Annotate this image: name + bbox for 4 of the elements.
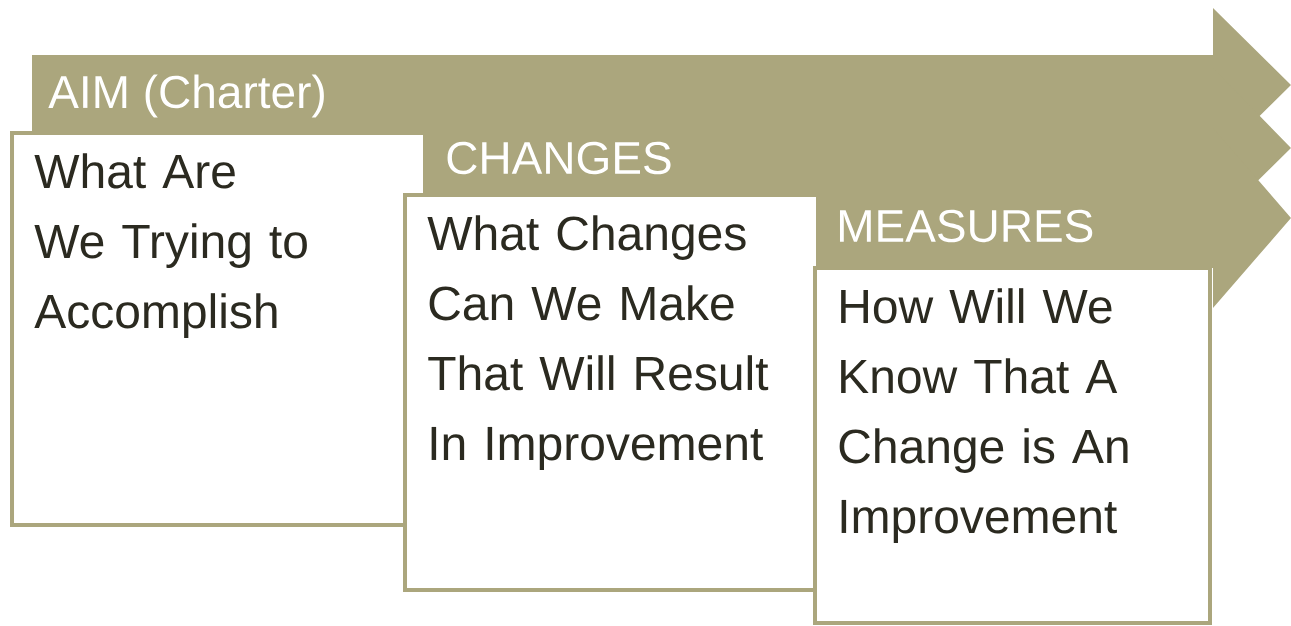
text-box: What Changes Can We Make That Will Result In Improvement (403, 193, 820, 592)
node-label: AIM (Charter) (48, 74, 324, 118)
text-box: How Will We Know That A Change is An Improvement (813, 266, 1212, 625)
text-box: What Are We Trying to Accomplish (10, 131, 427, 527)
